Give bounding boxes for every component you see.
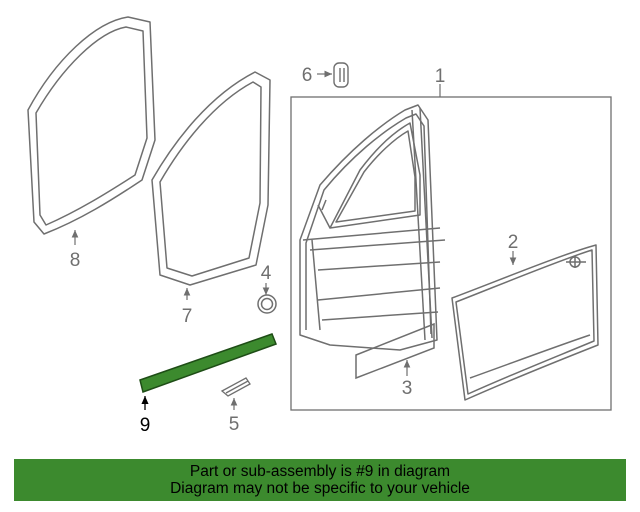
cap xyxy=(333,62,349,88)
callout-4: 4 xyxy=(261,263,272,284)
highlighted-molding[interactable] xyxy=(139,333,277,393)
leader-lines xyxy=(71,70,517,410)
callout-7: 7 xyxy=(182,306,193,327)
callout-3: 3 xyxy=(402,378,413,399)
callout-1: 1 xyxy=(435,66,446,87)
callout-2: 2 xyxy=(508,232,519,253)
door-shell xyxy=(299,104,446,351)
door-assembly-frame xyxy=(290,96,612,411)
body-weatherstrip xyxy=(27,16,156,235)
banner-line-1: Part or sub-assembly is #9 in diagram xyxy=(189,463,451,480)
callout-9: 9 xyxy=(140,415,151,436)
parts-diagram: 1 2 3 4 5 6 7 8 9 xyxy=(27,16,612,436)
callout-5: 5 xyxy=(229,414,240,435)
callout-6: 6 xyxy=(302,65,313,86)
banner-line-2: Diagram may not be specific to your vehi… xyxy=(170,480,470,497)
clip xyxy=(220,377,251,397)
trim-panel xyxy=(355,322,435,380)
door-weatherstrip xyxy=(151,71,271,286)
info-banner: Part or sub-assembly is #9 in diagram Di… xyxy=(14,459,626,501)
outer-panel xyxy=(451,244,599,401)
callout-8: 8 xyxy=(70,250,81,271)
plug-grommet xyxy=(257,294,277,314)
